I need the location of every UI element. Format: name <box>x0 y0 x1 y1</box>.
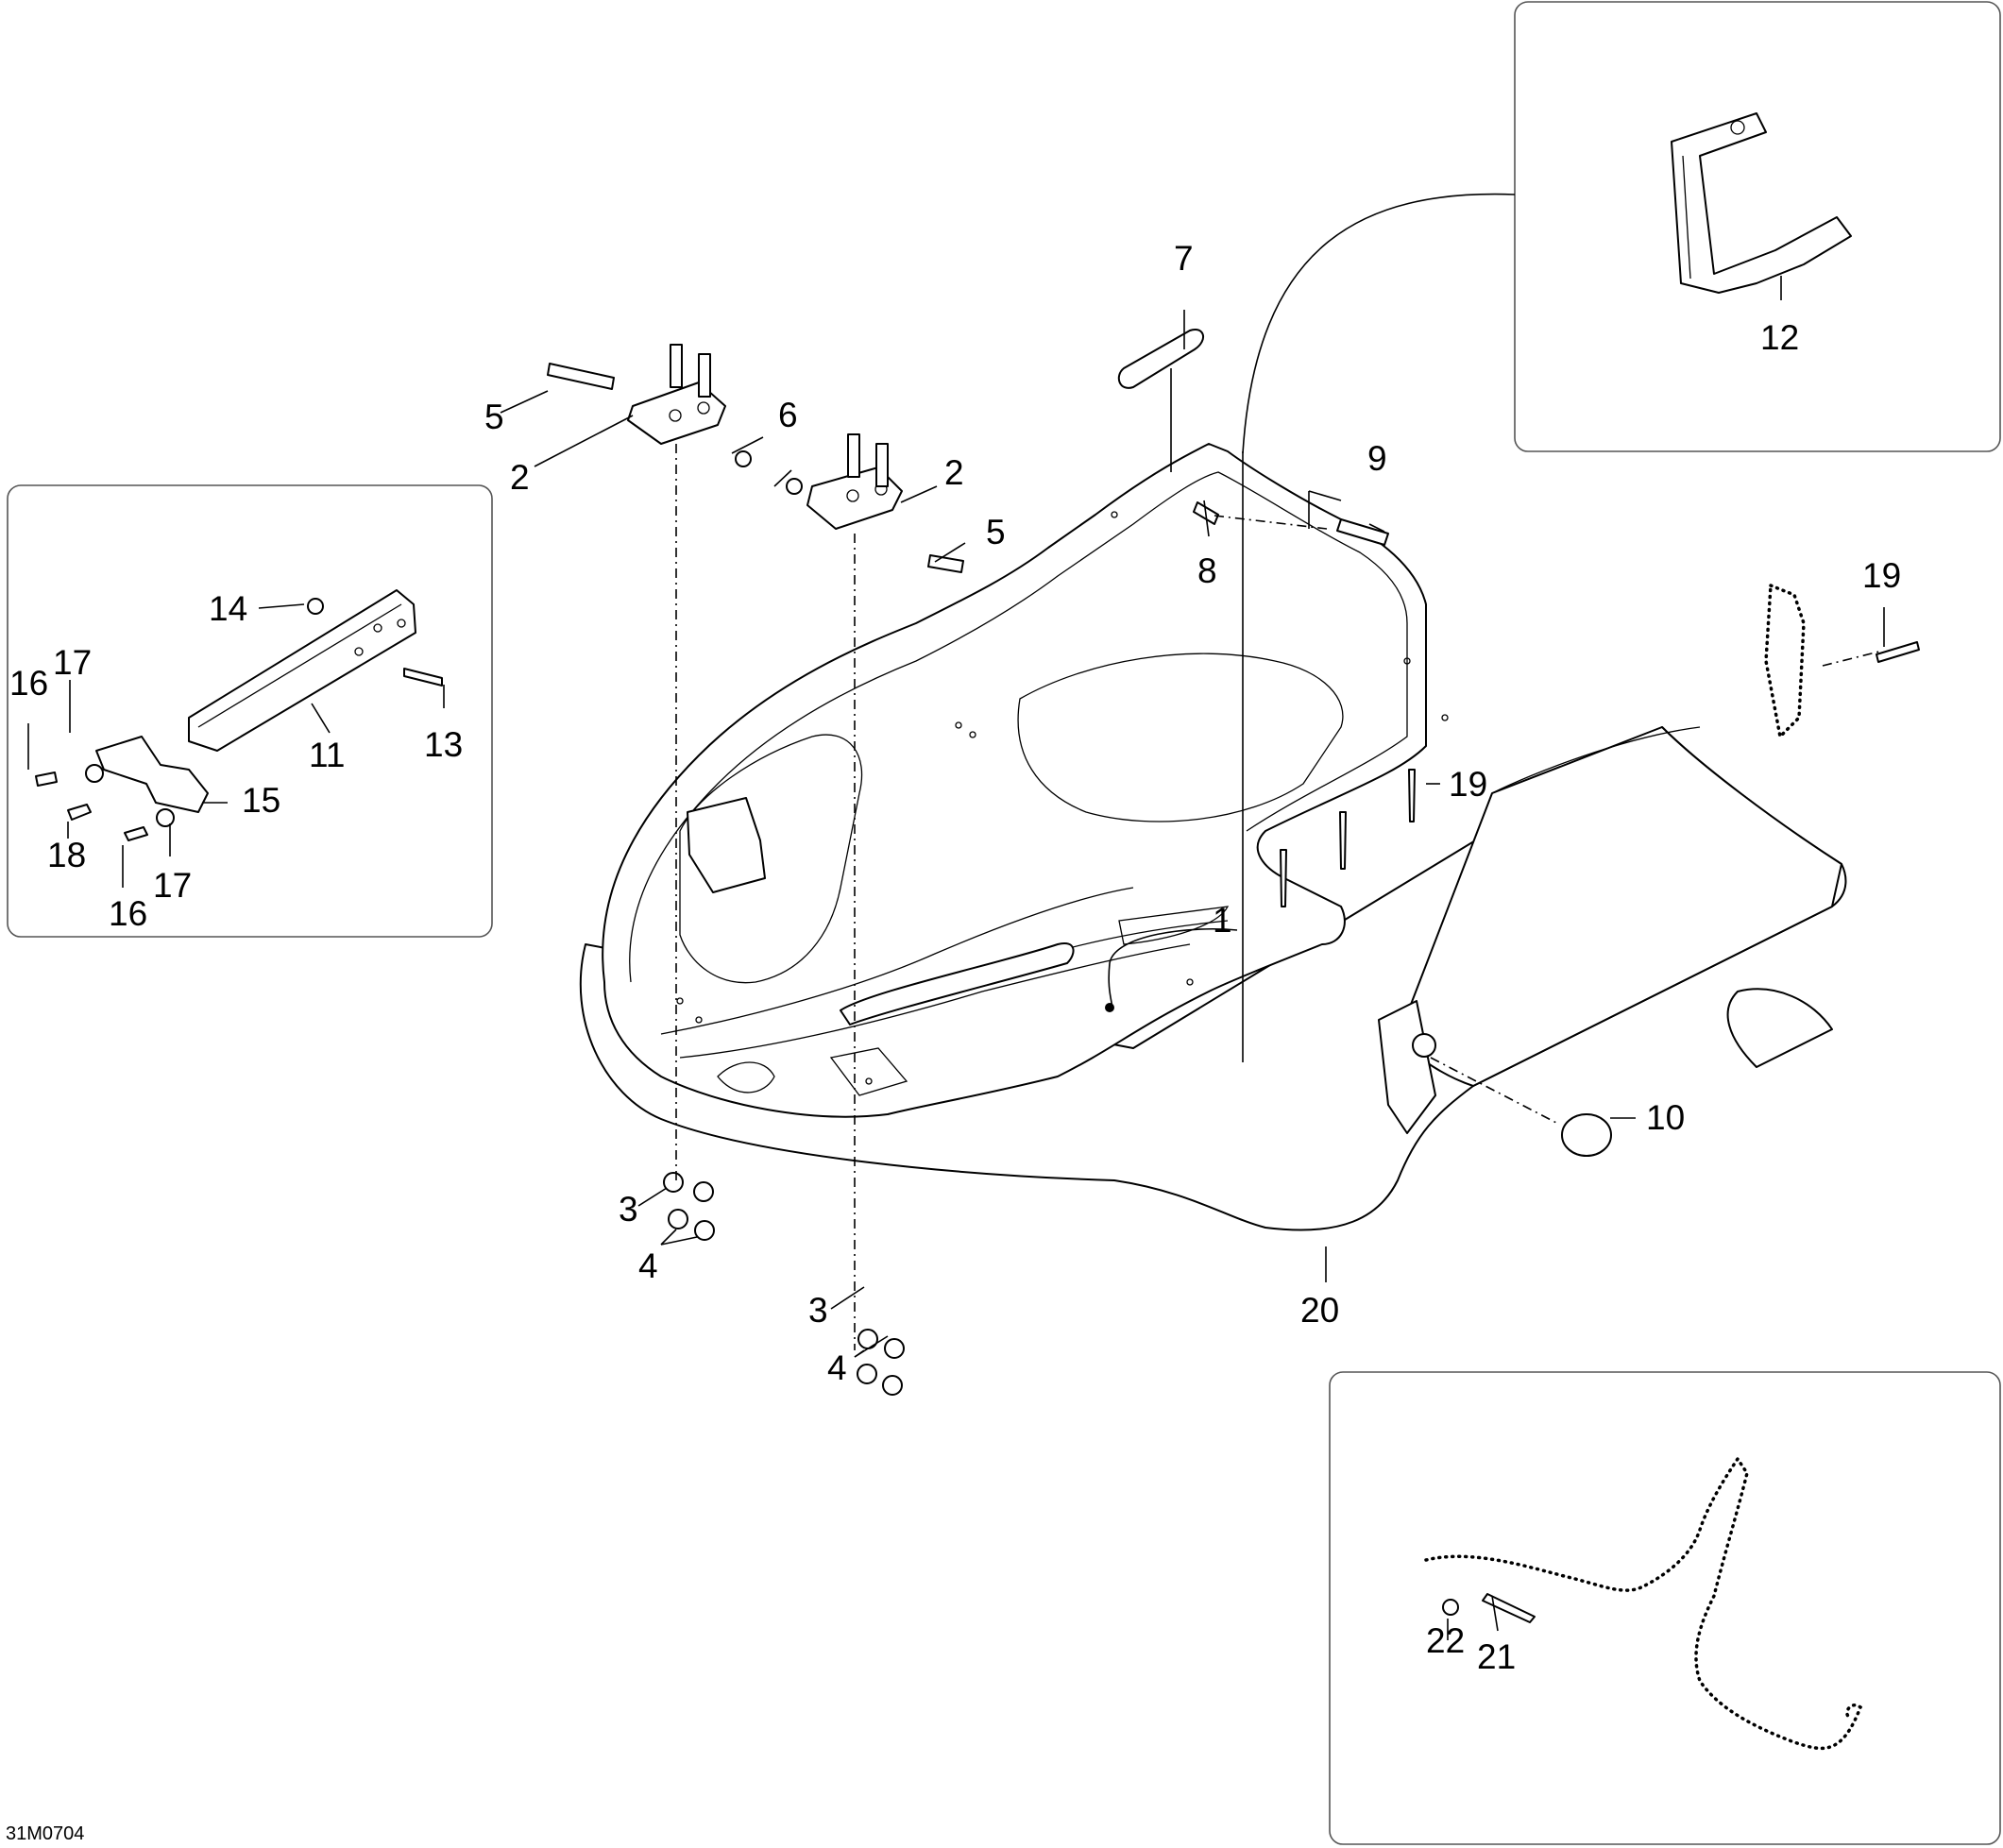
detail-box-rail <box>7 484 493 938</box>
callout-16-bottom: 16 <box>109 894 147 933</box>
hull-drawing <box>579 443 1847 1231</box>
detail-box-rivet <box>1329 1371 2001 1845</box>
callout-9: 9 <box>1367 439 1387 478</box>
leader-lines <box>27 276 1885 1640</box>
callout-11: 11 <box>309 736 345 774</box>
callout-7: 7 <box>1174 239 1194 278</box>
reference-dot <box>1105 1003 1114 1012</box>
callout-2-right: 2 <box>944 453 964 492</box>
callout-8: 8 <box>1197 551 1217 590</box>
callout-19-mid: 19 <box>1449 765 1487 804</box>
callout-5-right: 5 <box>986 513 1006 551</box>
callout-14: 14 <box>209 589 247 628</box>
callout-2-left: 2 <box>510 458 530 497</box>
callout-17-top: 17 <box>53 643 92 682</box>
rail-assembly-drawing <box>35 589 443 841</box>
callout-4-left: 4 <box>638 1246 658 1285</box>
callout-1: 1 <box>1213 901 1232 940</box>
rivet-detail-drawing <box>1424 1455 1863 1751</box>
callout-12: 12 <box>1760 318 1799 357</box>
callout-3-right: 3 <box>808 1291 828 1330</box>
detail-box-bracket <box>1514 1 2001 452</box>
callout-4-right: 4 <box>827 1348 847 1387</box>
callout-18: 18 <box>47 836 86 874</box>
detail-link-arc <box>1242 193 1516 454</box>
callout-22: 22 <box>1426 1621 1465 1660</box>
diagram-code: 31M0704 <box>6 1823 84 1844</box>
part-bracket-drawing <box>1671 112 1852 294</box>
callout-15: 15 <box>242 781 280 820</box>
callout-16-top: 16 <box>9 664 48 703</box>
callout-3-left: 3 <box>619 1190 638 1229</box>
callout-20: 20 <box>1300 1291 1339 1330</box>
callout-21: 21 <box>1477 1637 1516 1676</box>
callout-19-top: 19 <box>1862 556 1901 595</box>
hinge-brackets-drawing <box>547 329 1920 1396</box>
callout-17-bottom: 17 <box>153 866 192 905</box>
callout-5-left: 5 <box>484 398 504 436</box>
callout-6: 6 <box>778 396 798 434</box>
callout-13: 13 <box>424 725 463 764</box>
callout-10: 10 <box>1646 1098 1685 1137</box>
